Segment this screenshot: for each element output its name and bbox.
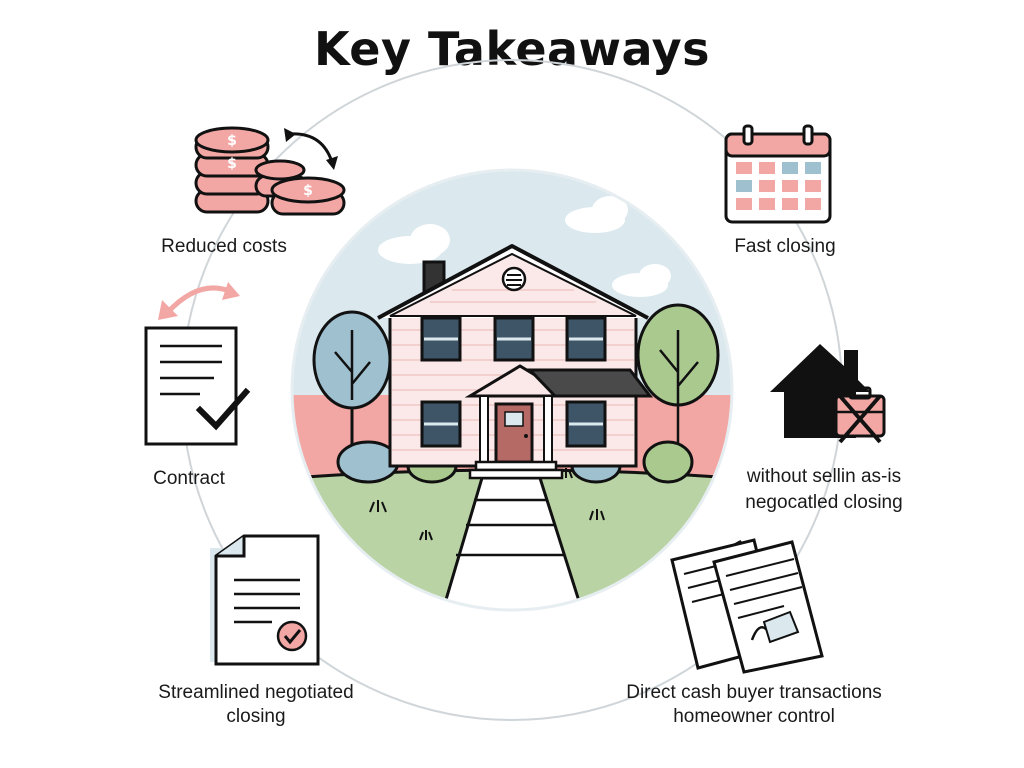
item-label-direct-cash-line1: Direct cash buyer transactions bbox=[626, 682, 882, 703]
svg-text:$: $ bbox=[227, 156, 237, 172]
item-label-streamlined-line2: closing bbox=[226, 706, 285, 727]
document-check-icon bbox=[210, 534, 320, 666]
house-scene bbox=[292, 170, 732, 610]
item-label-contract: Contract bbox=[153, 468, 226, 489]
item-label-as-is-line1: without sellin as-is bbox=[746, 466, 901, 487]
item-label-direct-cash-line2: homeowner control bbox=[673, 706, 835, 727]
item-label-streamlined-line1: Streamlined negotiated bbox=[158, 682, 353, 703]
svg-text:$: $ bbox=[303, 183, 313, 199]
calendar-icon bbox=[724, 124, 832, 224]
house-no-repair-icon bbox=[770, 344, 886, 444]
item-label-reduced-costs: Reduced costs bbox=[161, 236, 287, 257]
item-label-as-is-line2: negocatled closing bbox=[745, 492, 902, 513]
page-title: Key Takeaways bbox=[313, 22, 711, 76]
signed-documents-icon bbox=[670, 538, 824, 674]
item-label-fast-closing: Fast closing bbox=[734, 236, 835, 257]
contract-icon bbox=[144, 282, 251, 446]
svg-text:$: $ bbox=[227, 133, 237, 149]
coins-icon: $ $ $ bbox=[194, 126, 346, 216]
